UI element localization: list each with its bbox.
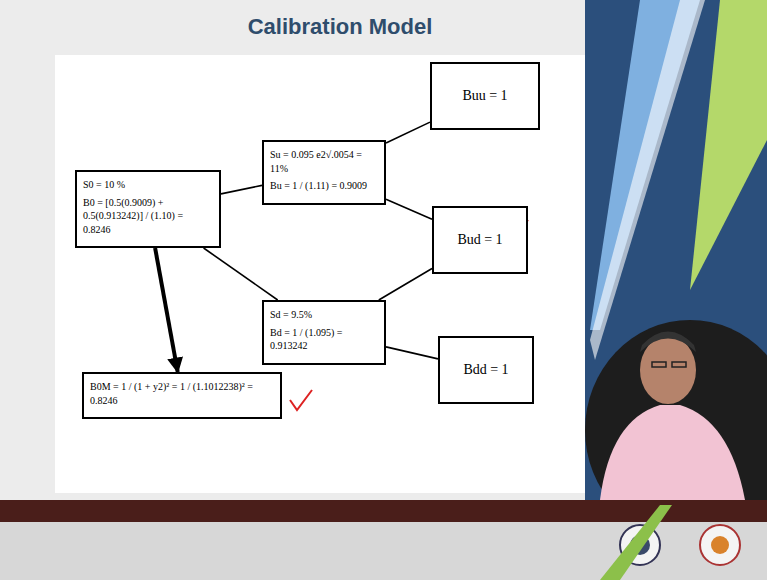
formula-text: Buu = 1 bbox=[438, 87, 532, 106]
formula-box: Su = 0.095 e2√.0054 = 11% Bu = 1 / (1.11)… bbox=[262, 140, 386, 205]
formula-box: Sd = 9.5% Bd = 1 / (1.095) = 0.913242 bbox=[262, 300, 386, 365]
tree-branch bbox=[386, 122, 430, 143]
tree-branch bbox=[386, 199, 432, 219]
formula-text: B0M = 1 / (1 + y2)² = 1 / (1.1012238)² =… bbox=[90, 380, 274, 407]
formula-box: S0 = 10 % B0 = [0.5(0.9009) + 0.5(0.91324… bbox=[75, 170, 221, 248]
tree-branch bbox=[379, 268, 432, 300]
formula-text: Sd = 9.5% bbox=[270, 308, 378, 322]
formula-text: B0 = [0.5(0.9009) + 0.5(0.913242)] / (1.… bbox=[83, 196, 213, 237]
tree-branch bbox=[204, 248, 278, 300]
formula-text: Bu = 1 / (1.11) = 0.9009 bbox=[270, 179, 378, 193]
formula-text: Bud = 1 bbox=[440, 231, 520, 250]
formula-box: Bdd = 1 bbox=[438, 336, 534, 404]
formula-box: B0M = 1 / (1 + y2)² = 1 / (1.1012238)² =… bbox=[82, 372, 282, 419]
arrow-connector bbox=[155, 248, 178, 372]
slide-title: Calibration Model bbox=[120, 14, 560, 40]
formula-box: Buu = 1 bbox=[430, 62, 540, 130]
formula-text: S0 = 10 % bbox=[83, 178, 213, 192]
formula-text: Su = 0.095 e2√.0054 = 11% bbox=[270, 148, 378, 175]
formula-box: Bud = 1 bbox=[432, 206, 528, 274]
formula-text: Bd = 1 / (1.095) = 0.913242 bbox=[270, 326, 378, 353]
formula-text: Bdd = 1 bbox=[446, 361, 526, 380]
tree-branch bbox=[386, 347, 438, 359]
tree-branch bbox=[221, 185, 262, 194]
